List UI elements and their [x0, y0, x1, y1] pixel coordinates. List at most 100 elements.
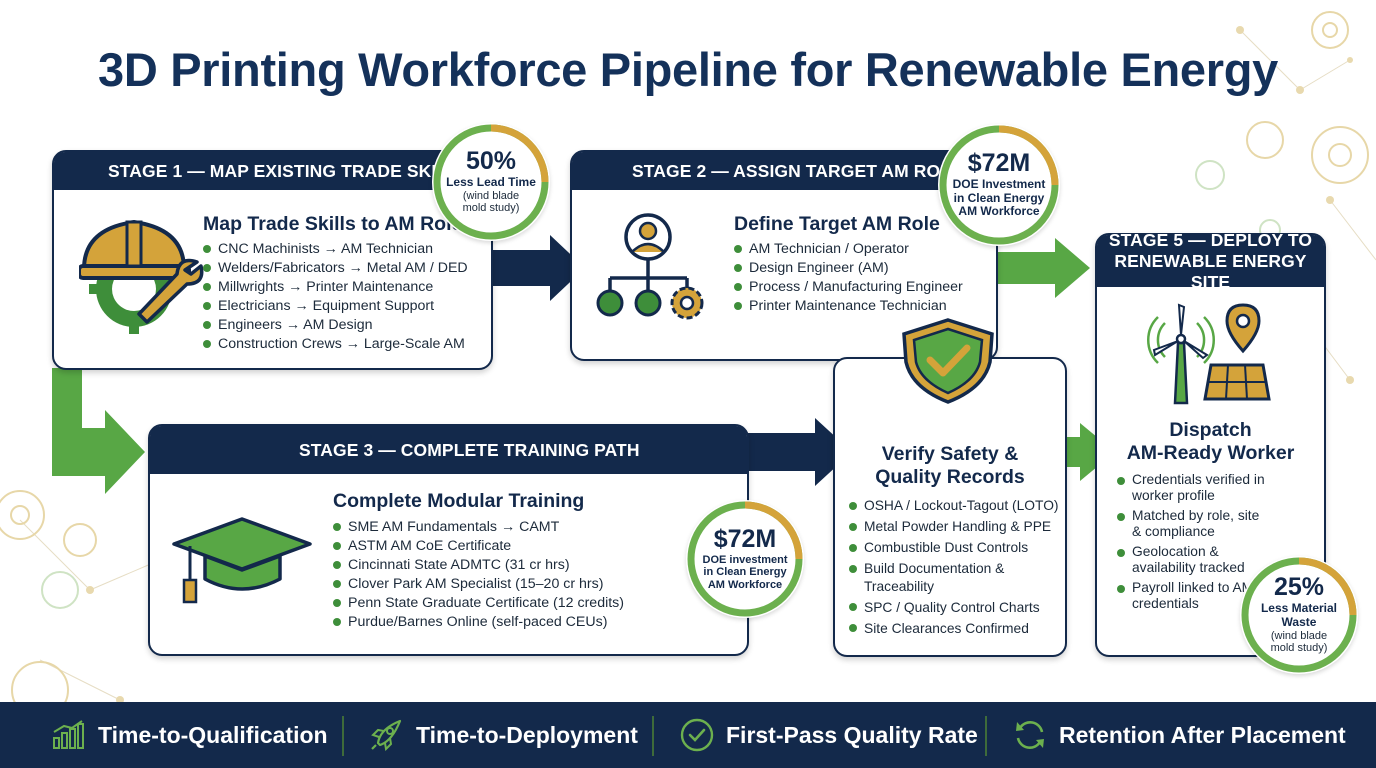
refresh-icon	[1016, 721, 1044, 749]
list-item: Welders/Fabricators → Metal AM / DED	[203, 259, 468, 278]
badge-note: (wind blade	[1270, 629, 1328, 642]
list-item: Credentials verified in worker profile	[1117, 472, 1267, 504]
footer-divider	[342, 716, 344, 756]
stage1-list: CNC Machinists → AM Technician Welders/F…	[203, 240, 468, 354]
arrow-stage1-to-stage3	[52, 368, 145, 494]
stage3-title: Complete Modular Training	[333, 490, 585, 512]
stage3-card: STAGE 3 — COMPLETE TRAINING PATH Complet…	[148, 424, 749, 656]
stage2-title: Define Target AM Role	[734, 213, 940, 235]
footer-item-time-to-deployment: Time-to-Deployment	[370, 702, 638, 768]
list-item: Clover Park AM Specialist (15–20 cr hrs)	[333, 575, 624, 594]
stage5-header: STAGE 5 — DEPLOY TO RENEWABLE ENERGY SIT…	[1097, 230, 1324, 292]
bar-chart-icon	[53, 720, 84, 749]
badge-label: DOE investment	[702, 553, 788, 566]
arrow-stage3-to-stage4	[748, 418, 852, 486]
footer-divider	[985, 716, 987, 756]
stage5-card: STAGE 5 — DEPLOY TO RENEWABLE ENERGY SIT…	[1095, 230, 1326, 657]
list-item: ASTM AM CoE Certificate	[333, 537, 624, 556]
list-item: OSHA / Lockout-Tagout (LOTO)	[849, 497, 1063, 515]
stage4-title-line2: Quality Records	[875, 466, 1025, 488]
list-item: Cincinnati State ADMTC (31 cr hrs)	[333, 556, 624, 575]
stage3-list: SME AM Fundamentals → CAMT ASTM AM CoE C…	[333, 518, 624, 632]
footer-label: Time-to-Deployment	[416, 721, 638, 748]
list-item: Site Clearances Confirmed	[849, 620, 1063, 638]
list-item: Payroll linked to AM credentials	[1117, 580, 1267, 612]
stage3-header: STAGE 3 — COMPLETE TRAINING PATH	[150, 426, 747, 474]
badge-ring	[687, 501, 803, 617]
list-item: Combustible Dust Controls	[849, 539, 1063, 557]
list-item: Matched by role, site & compliance	[1117, 508, 1267, 540]
list-item: Metal Powder Handling & PPE	[849, 518, 1063, 536]
badge-value: $72M	[967, 148, 1031, 177]
arrow-stage2-to-stage5	[995, 238, 1090, 298]
stage2-header: STAGE 2 — ASSIGN TARGET AM ROLE	[572, 152, 996, 190]
badge-label: Waste	[1281, 614, 1317, 629]
list-item: Penn State Graduate Certificate (12 cred…	[333, 594, 624, 613]
stage4-list: OSHA / Lockout-Tagout (LOTO) Metal Powde…	[849, 497, 1063, 637]
badge-label: Less Material	[1260, 601, 1338, 616]
stage1-title: Map Trade Skills to AM Roles	[203, 213, 474, 235]
list-item: Build Documentation & Traceability	[849, 560, 1063, 595]
arrow-stage1-to-stage2	[492, 235, 585, 301]
stat-badge-lead-time: 50% Less Lead Time (wind blade mold stud…	[432, 123, 550, 241]
stage5-header-line1: STAGE 5 — DEPLOY TO	[1108, 229, 1313, 250]
stage2-header-text: STAGE 2 — ASSIGN TARGET AM ROLE	[632, 160, 963, 181]
list-item: Electricians → Equipment Support	[203, 297, 468, 316]
badge-label: DOE Investment	[952, 176, 1046, 191]
stat-badge-doe-investment: $72M DOE Investment in Clean Energy AM W…	[938, 124, 1060, 246]
list-item: Geolocation & availability tracked	[1117, 544, 1267, 576]
stage1-header-text: STAGE 1 — MAP EXISTING TRADE SKILLS	[108, 160, 470, 181]
list-item: Purdue/Barnes Online (self-paced CEUs)	[333, 613, 624, 632]
list-item: Engineers → AM Design	[203, 316, 468, 335]
badge-value: 25%	[1273, 573, 1325, 602]
hardhat-wrench-gear-icon	[79, 219, 204, 334]
badge-label: AM Workforce	[707, 578, 783, 591]
badge-ring	[1241, 557, 1357, 673]
footer-label: Retention After Placement	[1059, 721, 1346, 748]
stage5-list: Credentials verified in worker profile M…	[1117, 472, 1267, 612]
list-item: Millwrights → Printer Maintenance	[203, 278, 468, 297]
badge-ring	[939, 125, 1059, 245]
org-chart-gear-icon	[596, 213, 704, 320]
stage3-header-text: STAGE 3 — COMPLETE TRAINING PATH	[299, 439, 640, 460]
shield-check-icon	[902, 318, 994, 404]
badge-ring	[433, 124, 549, 240]
badge-value: $72M	[713, 524, 777, 553]
badge-note: mold study)	[1270, 642, 1328, 655]
footer-label: Time-to-Qualification	[98, 721, 328, 748]
page-title: 3D Printing Workforce Pipeline for Renew…	[98, 43, 1278, 96]
footer-item-first-pass-quality: First-Pass Quality Rate	[680, 702, 978, 768]
stat-badge-material-waste: 25% Less Material Waste (wind blade mold…	[1240, 556, 1358, 674]
list-item: SME AM Fundamentals → CAMT	[333, 518, 624, 537]
footer-divider	[652, 716, 654, 756]
check-circle-icon	[680, 718, 714, 752]
stage2-list: AM Technician / Operator Design Engineer…	[734, 240, 963, 316]
list-item: CNC Machinists → AM Technician	[203, 240, 468, 259]
list-item: Process / Manufacturing Engineer	[734, 278, 963, 297]
footer-label: First-Pass Quality Rate	[726, 721, 978, 748]
list-item: SPC / Quality Control Charts	[849, 599, 1063, 617]
stage5-title-line2: AM-Ready Worker	[1126, 442, 1295, 464]
wind-turbine-solar-location-icon	[1147, 303, 1271, 405]
badge-label: Less Lead Time	[446, 174, 536, 189]
rocket-icon	[371, 719, 402, 751]
graduation-cap-icon	[172, 517, 312, 604]
stage5-header-line2: RENEWABLE ENERGY SITE	[1114, 250, 1307, 292]
stage4-card: Verify Safety & Quality Records OSHA / L…	[833, 357, 1067, 657]
badge-label: in Clean Energy	[703, 566, 787, 579]
badge-note: (wind blade	[462, 189, 520, 202]
badge-label: AM Workforce	[958, 204, 1040, 219]
badge-value: 50%	[465, 146, 517, 175]
stage1-header: STAGE 1 — MAP EXISTING TRADE SKILLS	[54, 152, 491, 190]
badge-label: in Clean Energy	[953, 190, 1045, 205]
list-item: Printer Maintenance Technician	[734, 297, 963, 316]
list-item: Construction Crews → Large-Scale AM	[203, 335, 468, 354]
list-item: Design Engineer (AM)	[734, 259, 963, 278]
stage1-card: STAGE 1 — MAP EXISTING TRADE SKILLS Map …	[52, 150, 493, 370]
stage5-title-line1: Dispatch	[1169, 419, 1252, 441]
footer-item-time-to-qualification: Time-to-Qualification	[52, 702, 328, 768]
stage4-title-line1: Verify Safety &	[881, 443, 1019, 465]
footer-item-retention: Retention After Placement	[1013, 702, 1346, 768]
